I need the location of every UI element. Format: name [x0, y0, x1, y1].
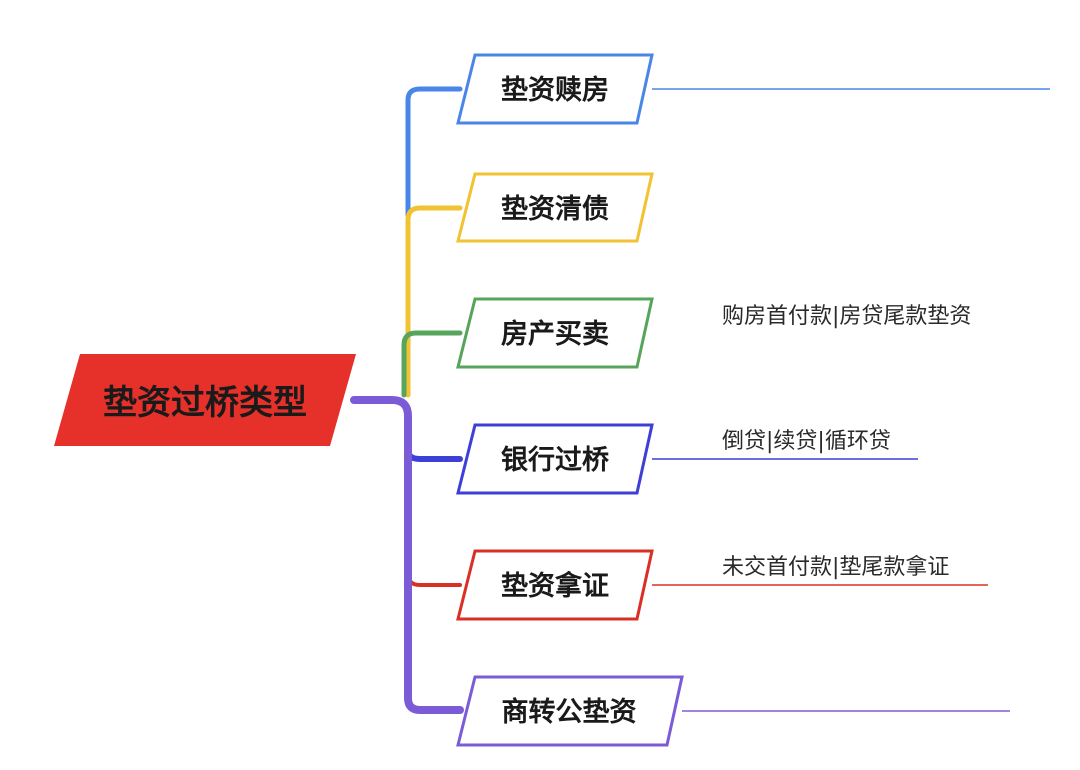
branch-note-text: 倒贷|续贷|循环贷 — [722, 429, 891, 454]
root-node-shape — [54, 354, 356, 446]
branch-node-shape[interactable] — [456, 53, 654, 125]
branch-node-shape[interactable] — [456, 675, 684, 747]
connector-branch-5 — [406, 558, 462, 587]
connector-branch-3 — [401, 330, 463, 398]
branch-node-label: 房产买卖 — [501, 319, 609, 350]
connector-branch-4 — [405, 417, 463, 462]
branch-node-label: 银行过桥 — [501, 444, 609, 476]
branch-node-label: 垫资拿证 — [501, 570, 609, 602]
branch-node-shape[interactable] — [456, 297, 654, 369]
branch-node-shape[interactable] — [456, 172, 654, 243]
connector-root-trunk — [350, 396, 464, 714]
branch-node-shape[interactable] — [456, 549, 654, 621]
branch-node-label: 垫资清债 — [501, 194, 609, 225]
root-node-label: 垫资过桥类型 — [103, 383, 307, 423]
connector-branch-1 — [405, 86, 463, 218]
branch-node-label: 商转公垫资 — [502, 697, 637, 728]
branch-note-text: 未交首付款|垫尾款拿证 — [722, 554, 949, 580]
branch-node-shape[interactable] — [456, 423, 654, 495]
branch-node-label: 垫资赎房 — [501, 75, 609, 106]
branch-note-text: 购房首付款|房贷尾款垫资 — [722, 304, 971, 329]
connector-branch-2 — [405, 205, 463, 398]
